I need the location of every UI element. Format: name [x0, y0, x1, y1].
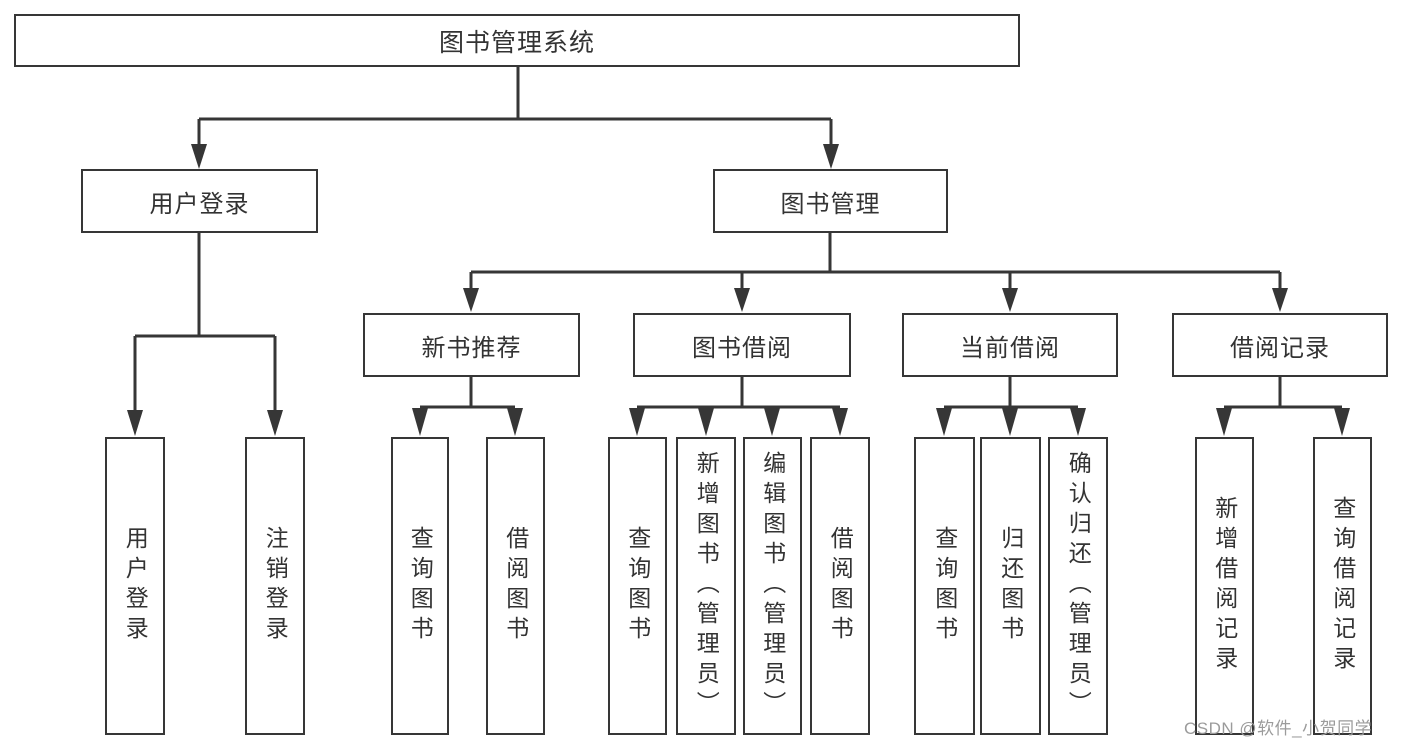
- leaf-add-borrow-record-label: 新增借阅记录: [1211, 496, 1238, 676]
- leaf-query-borrow-record-label: 查询借阅记录: [1329, 496, 1356, 676]
- leaf-query-borrow-record: 查询借阅记录: [1313, 437, 1372, 735]
- leaf-borrow-book-1: 借阅图书: [486, 437, 545, 735]
- leaf-edit-book-admin: 编辑图书（管理员）: [743, 437, 802, 735]
- watermark-text: CSDN @软件_小贺同学: [1184, 719, 1373, 738]
- leaf-confirm-return-admin: 确认归还（管理员）: [1048, 437, 1108, 735]
- leaf-query-book-3: 查询图书: [914, 437, 975, 735]
- node-borrow-records: 借阅记录: [1172, 313, 1388, 377]
- arrowheads: [127, 144, 1350, 436]
- node-current-borrow: 当前借阅: [902, 313, 1118, 377]
- leaf-logout-login: 注销登录: [245, 437, 305, 735]
- node-user-login: 用户登录: [81, 169, 318, 233]
- leaf-logout-login-label: 注销登录: [262, 526, 289, 646]
- leaf-query-book-2: 查询图书: [608, 437, 667, 735]
- leaf-borrow-book-2: 借阅图书: [810, 437, 870, 735]
- leaf-return-book-label: 归还图书: [997, 526, 1024, 646]
- node-root-system: 图书管理系统: [14, 14, 1020, 67]
- leaf-query-book-1: 查询图书: [391, 437, 449, 735]
- leaf-edit-book-admin-label: 编辑图书（管理员）: [759, 451, 786, 721]
- leaf-add-borrow-record: 新增借阅记录: [1195, 437, 1254, 735]
- leaf-query-book-2-label: 查询图书: [624, 526, 651, 646]
- leaf-query-book-1-label: 查询图书: [407, 526, 434, 646]
- leaf-add-book-admin: 新增图书（管理员）: [676, 437, 736, 735]
- node-book-borrow: 图书借阅: [633, 313, 851, 377]
- leaf-confirm-return-admin-label: 确认归还（管理员）: [1065, 451, 1092, 721]
- node-book-management: 图书管理: [713, 169, 948, 233]
- leaf-user-login: 用户登录: [105, 437, 165, 735]
- leaf-add-book-admin-label: 新增图书（管理员）: [693, 451, 720, 721]
- leaf-borrow-book-1-label: 借阅图书: [502, 526, 529, 646]
- leaf-borrow-book-2-label: 借阅图书: [827, 526, 854, 646]
- leaf-user-login-label: 用户登录: [122, 526, 149, 646]
- leaf-return-book: 归还图书: [980, 437, 1041, 735]
- node-new-book-recommend: 新书推荐: [363, 313, 580, 377]
- leaf-query-book-3-label: 查询图书: [931, 526, 958, 646]
